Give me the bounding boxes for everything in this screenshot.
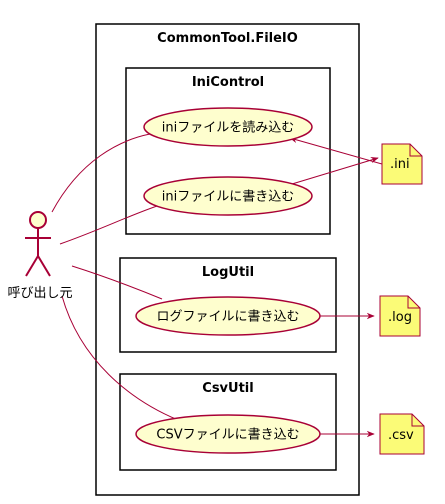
connections	[51, 133, 383, 438]
edge-actor-ini-read	[51, 133, 151, 213]
usecase-ini-read: iniファイルを読み込む	[143, 107, 313, 147]
usecase-csv-write: CSVファイルに書き込む	[135, 414, 321, 454]
edge-actor-log-write	[71, 265, 163, 300]
note-label-ini: .ini	[390, 157, 410, 172]
edge-actor-csv-write	[61, 295, 179, 421]
edge-actor-ini-write	[59, 204, 161, 245]
note-label-csv: .csv	[388, 428, 414, 443]
note-ini: .ini	[381, 143, 423, 185]
usecase-log-write: ログファイルに書き込む	[135, 296, 321, 336]
actor-right-leg	[37, 255, 51, 277]
note-log: .log	[379, 295, 421, 337]
edge-write-to-ini	[291, 157, 379, 185]
actor-left-leg	[25, 255, 39, 277]
usecase-ini-write: iniファイルに書き込む	[143, 176, 313, 216]
actor-head-icon	[29, 211, 47, 229]
usecase-label-ini-write: iniファイルに書き込む	[162, 190, 294, 205]
edge-ini-to-read	[289, 136, 383, 165]
actor-label: 呼び出し元	[7, 286, 72, 301]
usecase-label-log-write: ログファイルに書き込む	[156, 310, 299, 325]
package-title-inicontrol: IniControl	[192, 75, 264, 90]
package-title-logutil: LogUtil	[202, 265, 254, 280]
package-title-commontool-fileio: CommonTool.FileIO	[157, 31, 298, 46]
note-label-log: .log	[388, 310, 412, 325]
actor-caller	[25, 211, 51, 277]
usecase-label-csv-write: CSVファイルに書き込む	[156, 428, 299, 443]
usecase-label-ini-read: iniファイルを読み込む	[162, 120, 294, 136]
note-csv: .csv	[379, 413, 425, 455]
package-title-csvutil: CsvUtil	[202, 381, 253, 396]
